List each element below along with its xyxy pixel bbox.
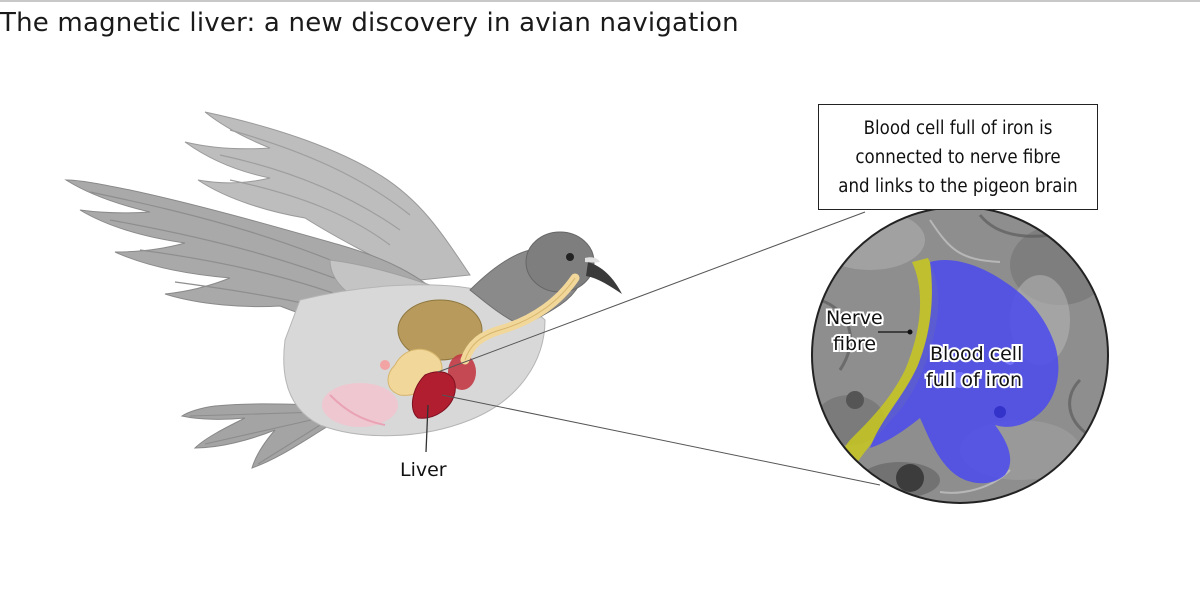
- zoom-line-top: [437, 211, 866, 373]
- liver-organ: [411, 371, 456, 419]
- oesophagus-outline: [464, 277, 576, 361]
- far-wing-feather-lines: [219, 129, 411, 246]
- far-wing: [184, 111, 471, 281]
- nerve-fibre-label-line1: Nerve: [826, 307, 883, 329]
- page-title: The magnetic liver: a new discovery in a…: [0, 8, 739, 38]
- heart: [448, 354, 476, 390]
- pigeon-illustration: [64, 111, 622, 469]
- callout-line-3: and links to the pigeon brain: [838, 175, 1078, 197]
- liver-label: Liver: [400, 459, 447, 481]
- blood-cell-region: [870, 260, 1059, 484]
- air-sac: [322, 383, 398, 427]
- tail-feather-lines: [189, 411, 326, 465]
- near-wing-feather-lines: [89, 191, 421, 331]
- top-rule: [0, 0, 1200, 2]
- electron-micrograph: Nerve fibre Blood cell full of iron: [811, 206, 1109, 504]
- blood-cell-label-line1: Blood cell: [930, 343, 1022, 365]
- cere: [585, 257, 600, 263]
- bird-eye: [566, 253, 574, 261]
- blood-cell-label-line2: full of iron: [926, 369, 1022, 391]
- liver-leader-line: [425, 404, 429, 453]
- bird-head: [525, 231, 595, 293]
- internal-organs: [322, 299, 483, 427]
- callout-line-1: Blood cell full of iron is: [863, 117, 1053, 139]
- nerve-fibre-label-line2: fibre: [833, 333, 876, 355]
- zoom-line-bottom: [441, 394, 881, 486]
- bird-beak: [586, 262, 622, 294]
- callout-line-2: connected to nerve fibre: [855, 146, 1061, 168]
- callout-box: Blood cell full of iron is connected to …: [818, 104, 1098, 210]
- kidney-dot: [380, 360, 390, 370]
- tail: [180, 403, 331, 469]
